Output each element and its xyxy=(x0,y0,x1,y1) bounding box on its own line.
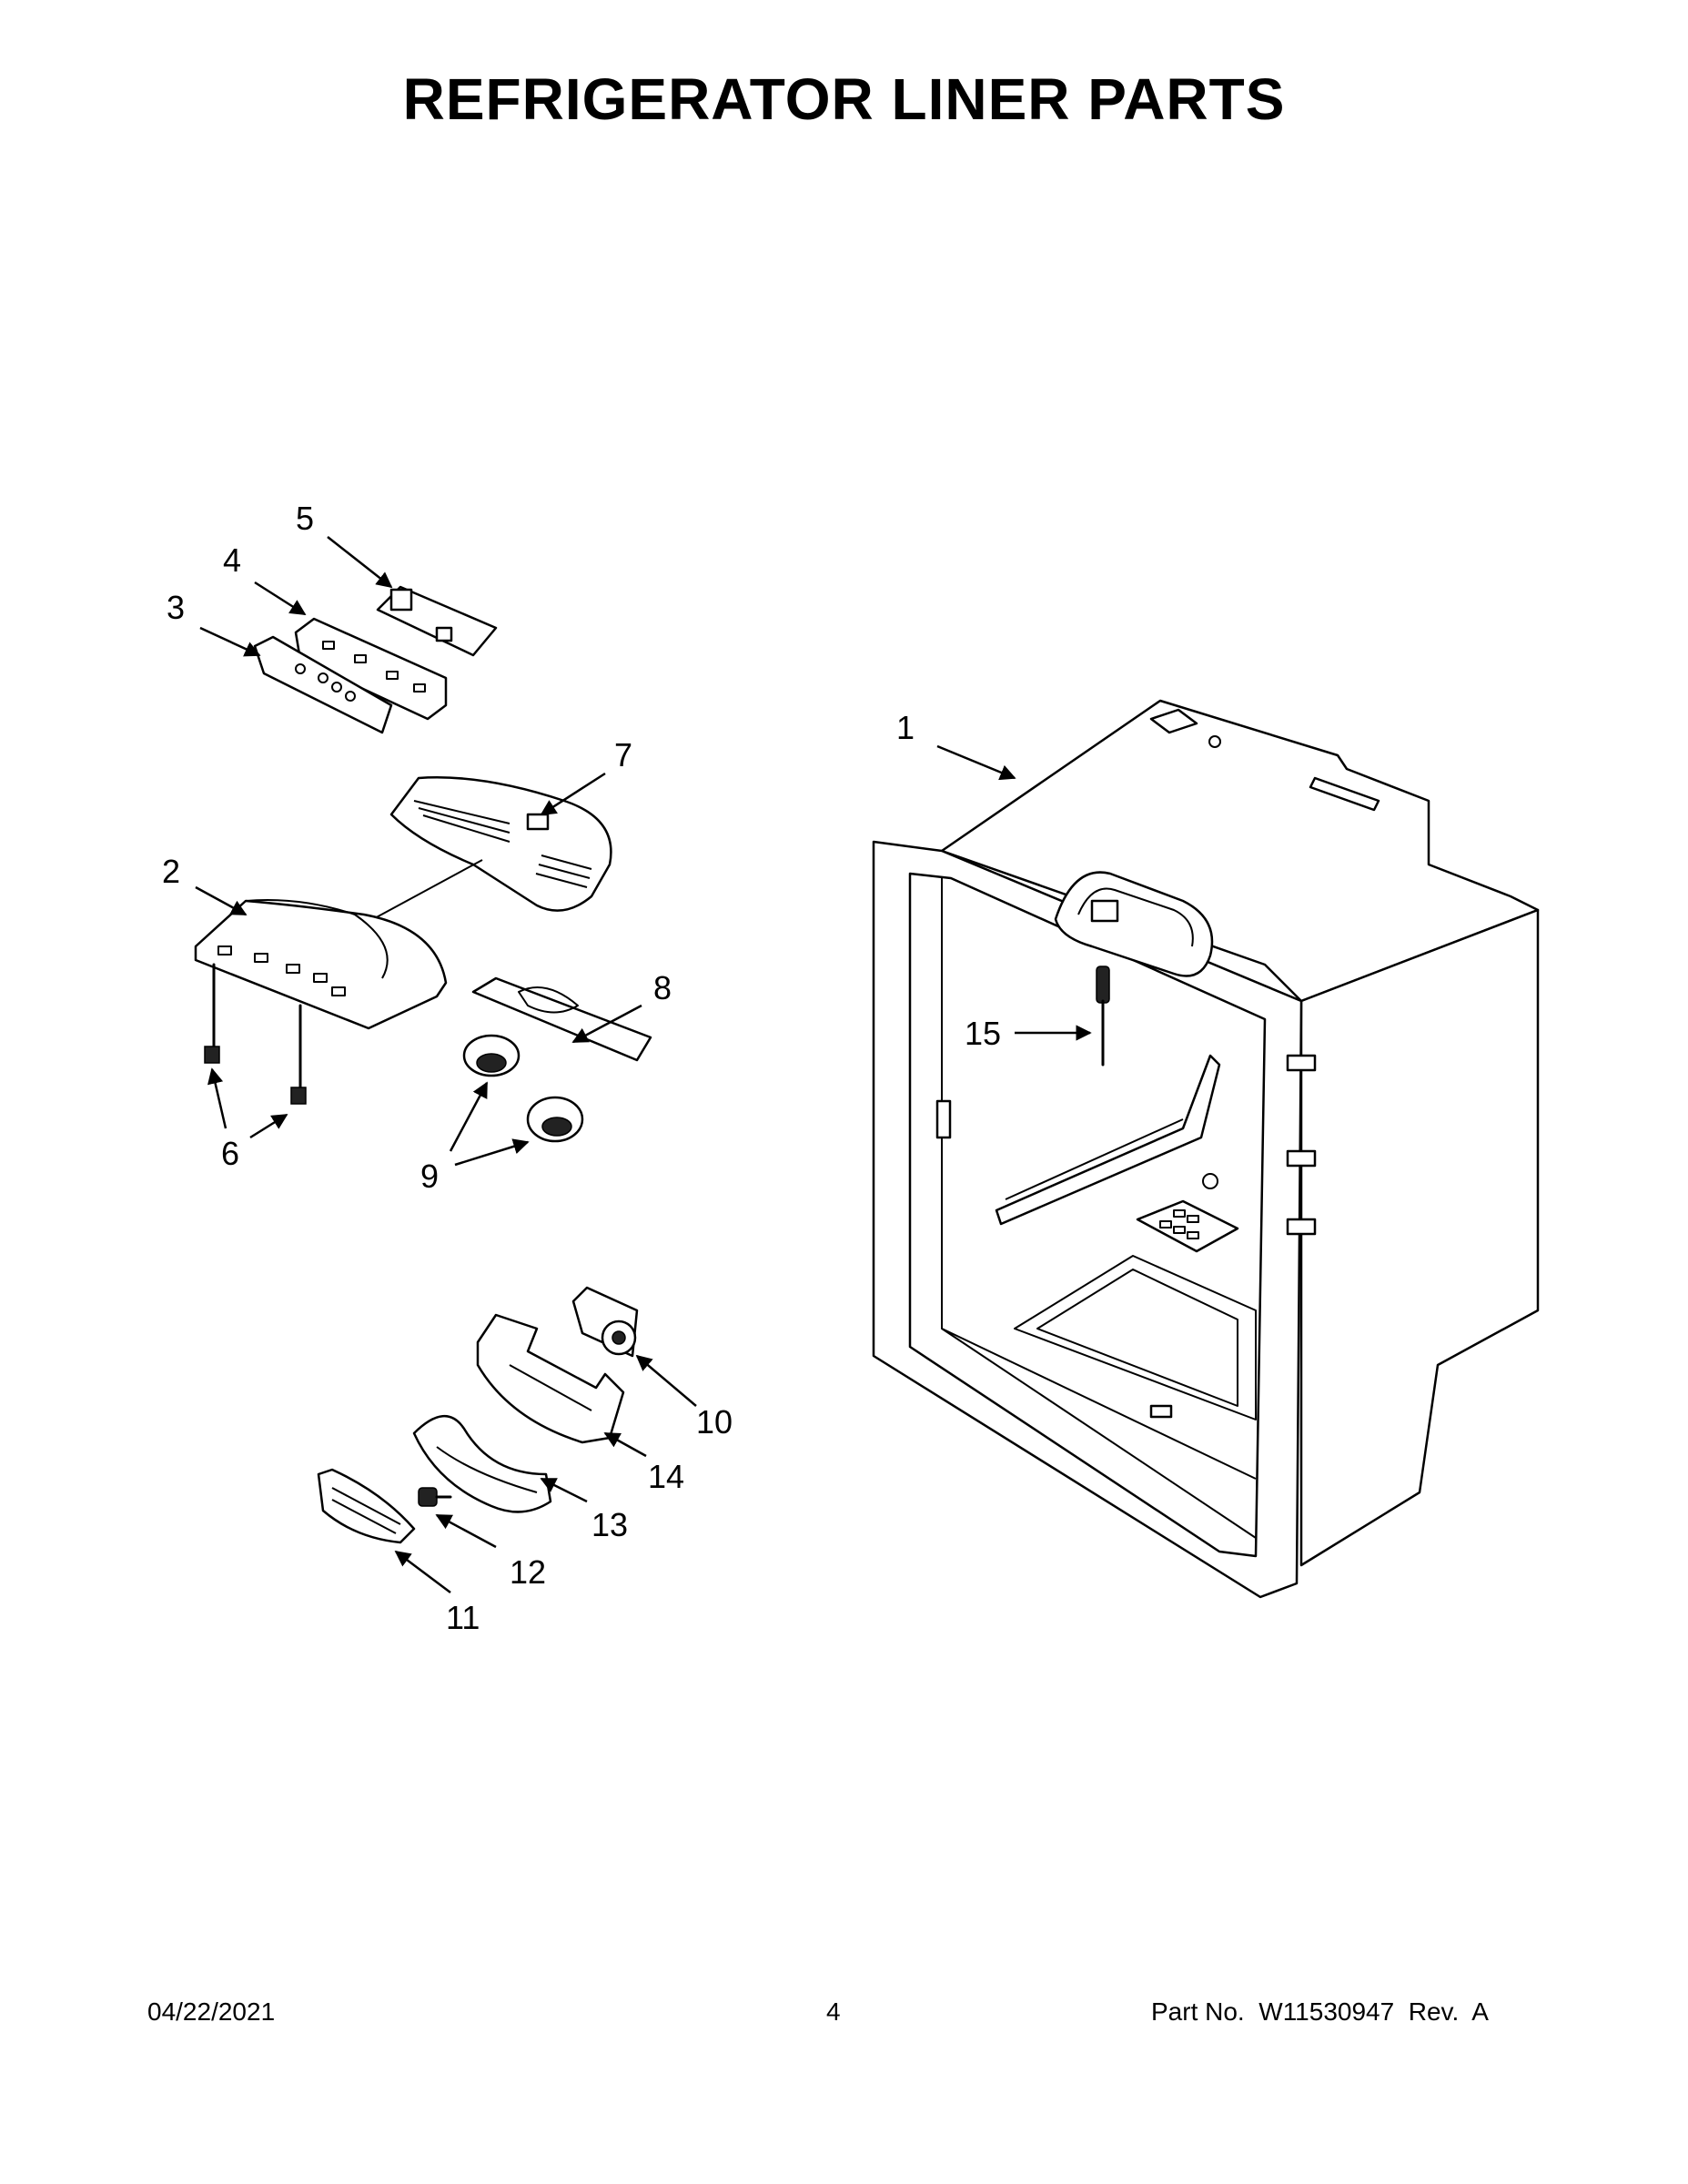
callout-4: 4 xyxy=(223,541,241,579)
footer-date: 04/22/2021 xyxy=(147,1997,276,2026)
part-2-panel-housing xyxy=(194,899,448,1105)
callout-2: 2 xyxy=(162,853,180,890)
connector-wire xyxy=(372,859,483,920)
callout-12: 12 xyxy=(510,1553,546,1591)
callout-11: 11 xyxy=(446,1599,480,1636)
part-1-liner xyxy=(872,699,1540,1599)
part-3-overlay xyxy=(253,635,393,734)
page-title: REFRIGERATOR LINER PARTS xyxy=(402,66,1286,132)
part-9-dampers xyxy=(462,1034,584,1143)
callout-9: 9 xyxy=(420,1158,439,1195)
callout-13: 13 xyxy=(591,1506,628,1543)
part-12-screw xyxy=(418,1487,452,1507)
callout-8: 8 xyxy=(653,969,672,1006)
part-11-trim xyxy=(317,1468,416,1544)
part-5-control-board xyxy=(376,585,498,657)
footer-page-number: 4 xyxy=(826,1997,841,2026)
callout-5: 5 xyxy=(296,500,314,537)
callout-7: 7 xyxy=(614,736,632,774)
callout-1: 1 xyxy=(896,709,915,746)
part-13-crisper-handle xyxy=(412,1414,552,1513)
callout-10: 10 xyxy=(696,1403,733,1441)
callout-15: 15 xyxy=(965,1015,1001,1052)
part-14-crisper-cover xyxy=(476,1313,625,1444)
callout-6: 6 xyxy=(221,1135,239,1172)
callout-14: 14 xyxy=(648,1458,684,1495)
footer-part-number: Part No. W11530947 Rev. A xyxy=(1151,1997,1489,2026)
part-15-sensor xyxy=(1096,966,1110,1067)
part-10-fan-motor xyxy=(571,1286,639,1358)
callout-3: 3 xyxy=(167,589,185,626)
callout-leaders xyxy=(195,536,1092,1593)
